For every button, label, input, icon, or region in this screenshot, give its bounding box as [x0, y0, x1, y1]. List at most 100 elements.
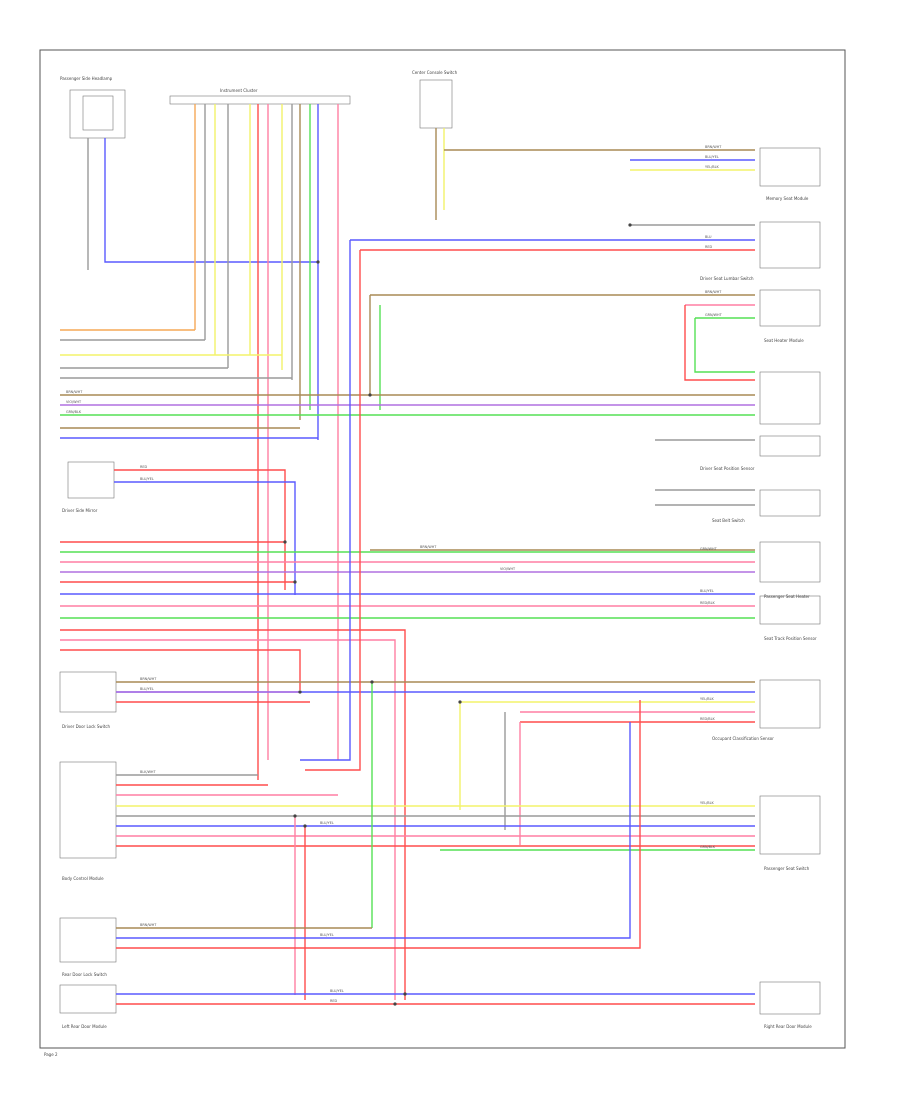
memory-seat-box [759, 147, 821, 187]
door-lock-wires [116, 240, 755, 845]
wire-lock-red-v [305, 250, 361, 771]
pass-heater-box [759, 489, 821, 517]
splice-dot [293, 814, 297, 818]
splice-dot [283, 540, 287, 544]
console-switch-box [419, 79, 453, 129]
wire-seat-loop-red [684, 305, 755, 381]
wire-tag: GRN/BLK [66, 410, 82, 414]
wire-tag: VIO/WHT [66, 400, 82, 404]
label-pass-heater: Passenger Seat Heater [764, 594, 810, 599]
wire-seat-loop-green [694, 318, 755, 373]
mirror-wires [114, 439, 755, 595]
wire-mid-red-3 [60, 629, 406, 1000]
wire-tag: BRN/WHT [705, 145, 722, 149]
occupant-sensor-box [759, 679, 821, 729]
wire-tag: YEL/BLK [705, 165, 719, 169]
rear-wires [116, 700, 755, 1005]
wire-tag: BLU/YEL [140, 477, 154, 481]
diagram-frame [39, 49, 846, 1049]
wire-tag: BRN/WHT [66, 390, 83, 394]
mirror-box [67, 461, 115, 499]
splice-dot [458, 700, 462, 704]
splice-dot [298, 690, 302, 694]
wire-tag: RED/BLK [700, 601, 715, 605]
label-track-sensor: Seat Track Position Sensor [764, 636, 817, 641]
wire-tag: BLU/YEL [705, 155, 719, 159]
wire-tag: RED [140, 465, 147, 469]
wire-tag: BLU/YEL [320, 821, 334, 825]
page-label: Page 2 [44, 1052, 58, 1057]
label-pass-switch: Passenger Seat Switch [764, 866, 810, 871]
wire-tag: BLU [705, 235, 712, 239]
splice-dot [628, 223, 632, 227]
label-console-switch: Center Console Switch [412, 70, 458, 75]
pass-switch-box [759, 795, 821, 855]
top-horizontal-wires [350, 149, 755, 410]
label-mirror: Driver Side Mirror [62, 508, 98, 513]
bcm-wires [116, 682, 755, 1000]
junction-dots [283, 223, 632, 1006]
cluster-connector [169, 95, 351, 105]
splice-dot [303, 824, 307, 828]
wire-rear-red [116, 700, 641, 949]
label-belt-switch: Seat Belt Switch [712, 518, 745, 523]
top-vertical-wires [87, 104, 445, 780]
wire-tag: VIO/WHT [500, 567, 516, 571]
label-memory-seat: Memory Seat Module [766, 196, 809, 201]
wire-color-labels: BRN/WHT BLU/YEL YEL/BLK BLU RED BRN/WHT … [66, 145, 723, 1003]
wire-tag: YEL/BLK [700, 697, 714, 701]
wire-mirror-blue [114, 481, 296, 595]
wire-mid-red-4 [60, 649, 301, 690]
position-sensor-box [759, 371, 821, 425]
wire-tag: GRN/WHT [700, 547, 718, 551]
splice-dot [368, 393, 372, 397]
splice-dot [316, 260, 320, 264]
wire-tag: BLU/YEL [140, 687, 154, 691]
wire-tag: RED [330, 999, 337, 1003]
wire-lock-blue-v [300, 240, 351, 761]
lumbar-switch-box [759, 221, 821, 269]
wire-rear-blue [116, 722, 631, 939]
headlamp-box [69, 89, 126, 139]
wire-tag: BLU/YEL [330, 989, 344, 993]
wire-tag: BLU/YEL [320, 933, 334, 937]
pass-sensor-box [759, 595, 821, 625]
seat-heater-box [759, 289, 821, 327]
label-door-lock: Driver Door Lock Switch [62, 724, 111, 729]
label-lumbar-switch: Driver Seat Lumbar Switch [700, 276, 754, 281]
splice-dot [403, 992, 407, 996]
middle-wires [60, 541, 755, 1000]
headlamp-inner [82, 95, 114, 131]
label-position-sensor: Driver Seat Position Sensor [700, 466, 755, 471]
splice-dot [393, 1002, 397, 1006]
label-rear-door-module: Left Rear Door Module [62, 1024, 107, 1029]
belt-switch-box [759, 435, 821, 457]
door-lock-box [59, 671, 117, 713]
splice-dot [370, 680, 374, 684]
label-occupant-sensor: Occupant Classification Sensor [712, 736, 774, 741]
wire-tag: BRN/WHT [420, 545, 437, 549]
label-headlamp: Passenger Side Headlamp [60, 76, 113, 81]
splice-dot [293, 580, 297, 584]
wire-v-blue-1 [104, 138, 318, 263]
wire-tag: YEL/BLK [700, 801, 714, 805]
wire-mirror-red [114, 469, 286, 590]
label-bcm: Body Control Module [62, 876, 104, 881]
wire-tag: BRN/WHT [140, 677, 157, 681]
wire-tag: BLK/WHT [140, 770, 156, 774]
right-rear-module-box [759, 981, 821, 1015]
wire-mid-pink-3 [60, 639, 396, 1000]
wire-tag: BRN/WHT [705, 290, 722, 294]
label-cluster: Instrument Cluster [220, 88, 258, 93]
wire-tag: GRN/WHT [705, 313, 723, 317]
wire-tag: RED [705, 245, 712, 249]
bcm-box [59, 761, 117, 859]
rear-lock-box [59, 917, 117, 963]
component-labels: Passenger Side Headlamp Instrument Clust… [60, 70, 817, 1029]
wire-tag: RED/BLK [700, 717, 715, 721]
wire-tag: BLU/YEL [700, 589, 714, 593]
label-right-rear-module: Right Rear Door Module [764, 1024, 812, 1029]
track-sensor-box [759, 541, 821, 583]
rear-door-module-box [59, 984, 117, 1014]
